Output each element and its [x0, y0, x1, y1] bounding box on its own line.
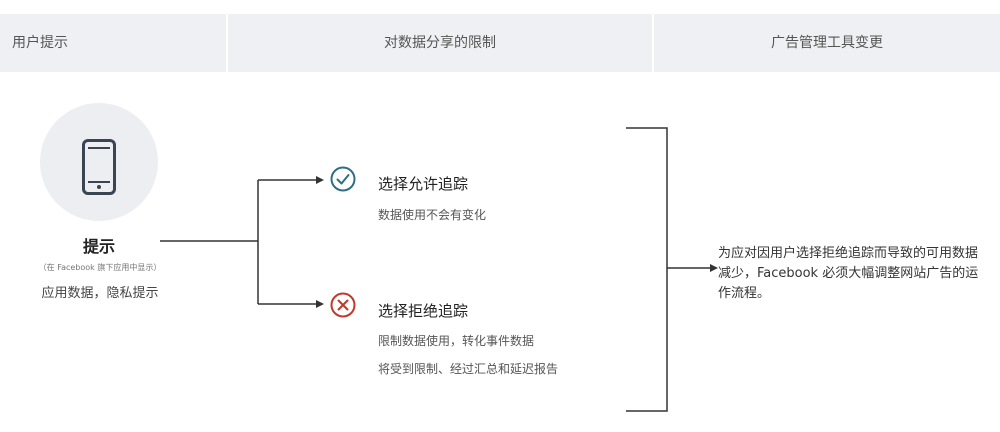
prompt-title: 提示	[82, 237, 115, 256]
x-circle-icon	[330, 292, 356, 318]
phone-icon	[82, 139, 116, 195]
header-divider	[226, 14, 228, 72]
allow-arrow-head	[316, 176, 324, 184]
result-text: 为应对因用户选择拒绝追踪而导致的可用数据减少，Facebook 必须大幅调整网站…	[718, 246, 979, 301]
deny-arrow-head	[316, 300, 324, 308]
prompt-subtitle: （在 Facebook 旗下应用中显示）	[38, 263, 162, 272]
deny-tracking-title: 选择拒绝追踪	[378, 302, 469, 320]
check-circle-icon	[330, 166, 356, 192]
allow-tracking-title: 选择允许追踪	[378, 175, 469, 193]
allow-tracking-description: 数据使用不会有变化	[378, 208, 487, 222]
prompt-description: 应用数据，隐私提示	[41, 286, 159, 301]
right-bracket	[626, 127, 668, 412]
header-data-sharing-limits: 对数据分享的限制	[384, 35, 496, 51]
deny-tracking-description-2: 将受到限制、经过汇总和延迟报告	[378, 362, 559, 376]
prompt-icon-circle	[40, 103, 158, 221]
deny-tracking-description-1: 限制数据使用，转化事件数据	[378, 334, 535, 348]
header-divider	[652, 14, 654, 72]
header-user-prompt: 用户提示	[12, 35, 68, 51]
header-bar: 用户提示 对数据分享的限制 广告管理工具变更	[0, 14, 1000, 72]
result-arrow-head	[710, 264, 718, 272]
header-ads-manager-changes: 广告管理工具变更	[771, 35, 883, 51]
